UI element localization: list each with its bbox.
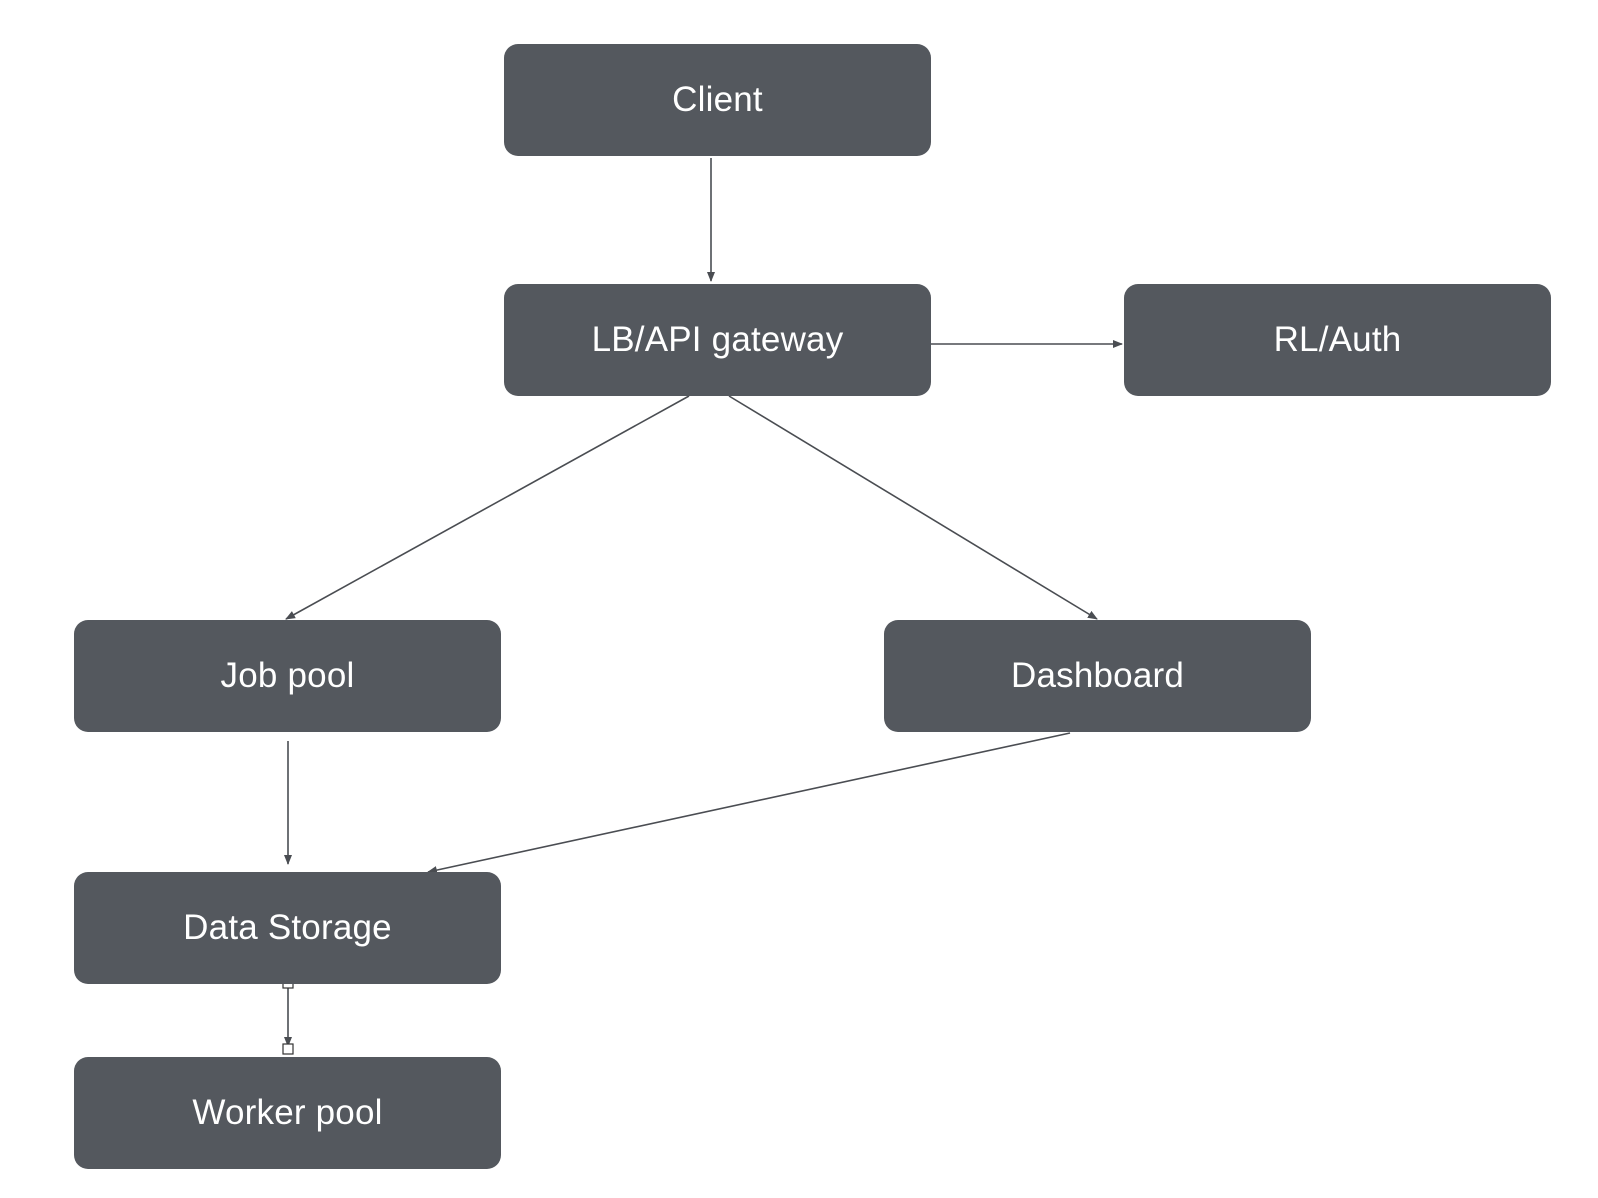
node-data-storage-label: Data Storage — [183, 908, 392, 947]
node-lb-api-gateway-label: LB/API gateway — [591, 320, 844, 359]
edge-gateway-to-job-pool — [285, 395, 690, 620]
node-worker-pool-label: Worker pool — [192, 1093, 383, 1132]
node-rl-auth-label: RL/Auth — [1273, 320, 1402, 359]
node-data-storage[interactable]: Data Storage — [74, 872, 501, 984]
node-job-pool[interactable]: Job pool — [74, 620, 501, 732]
node-job-pool-label: Job pool — [220, 656, 355, 695]
node-worker-pool[interactable]: Worker pool — [74, 1057, 501, 1169]
node-client[interactable]: Client — [504, 44, 931, 156]
edge-gateway-to-dashboard — [728, 395, 1098, 620]
node-client-label: Client — [672, 80, 763, 119]
node-dashboard-label: Dashboard — [1010, 656, 1185, 695]
node-dashboard[interactable]: Dashboard — [884, 620, 1311, 732]
edge-handle-end[interactable] — [282, 1043, 294, 1055]
edge-dashboard-to-data-storage — [427, 732, 1071, 875]
node-rl-auth[interactable]: RL/Auth — [1124, 284, 1551, 396]
node-lb-api-gateway[interactable]: LB/API gateway — [504, 284, 931, 396]
